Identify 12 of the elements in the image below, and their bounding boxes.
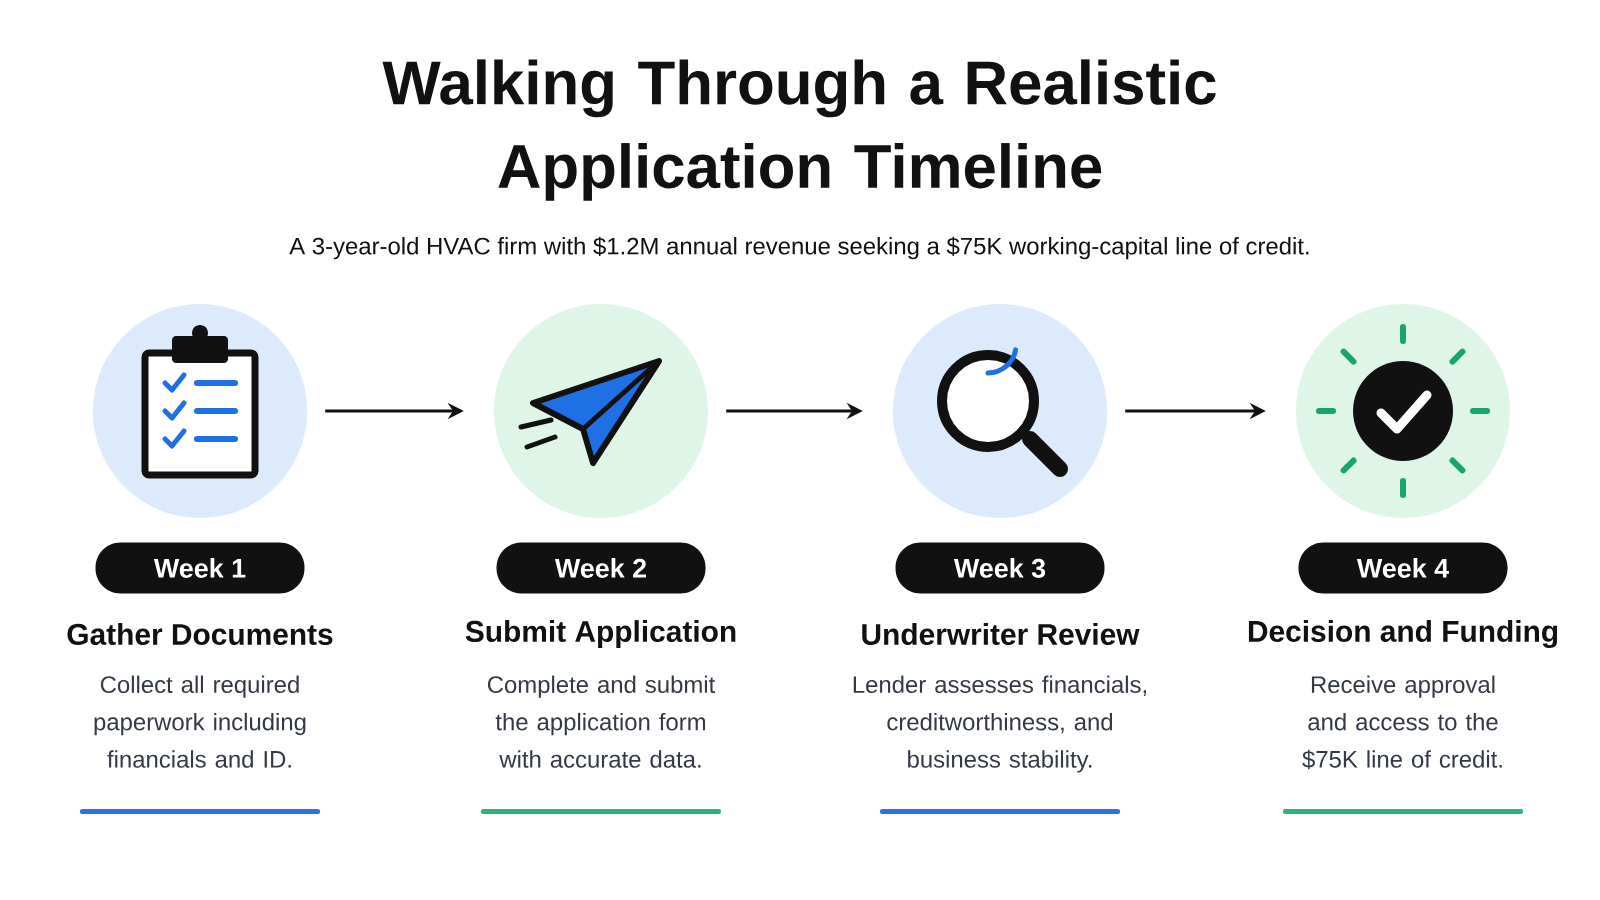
step-heading: Underwriter Review <box>862 623 1140 645</box>
title: Walking Through a Realistic Application Timeline <box>382 59 1216 201</box>
week-badge: Week 2 <box>496 542 706 594</box>
step-description: Collect all required paperwork including financials and ID. <box>94 675 306 768</box>
step-description: Receive approval and access to the $75K line of credit. <box>1302 675 1502 770</box>
step-description: Lender assesses financials, creditworthiness, and business stability. <box>853 675 1146 773</box>
step-description: Complete and submit the application form with accurate data. <box>487 675 716 768</box>
week-badge: Week 1 <box>95 542 305 594</box>
week-badge: Week 4 <box>1298 542 1508 594</box>
subtitle: A 3-year-old HVAC firm with $1.2M annual revenue seeking a $75K working-capital line of credit. <box>289 236 1309 260</box>
step-heading: Gather Documents <box>67 623 333 645</box>
week-badge: Week 3 <box>895 542 1105 594</box>
